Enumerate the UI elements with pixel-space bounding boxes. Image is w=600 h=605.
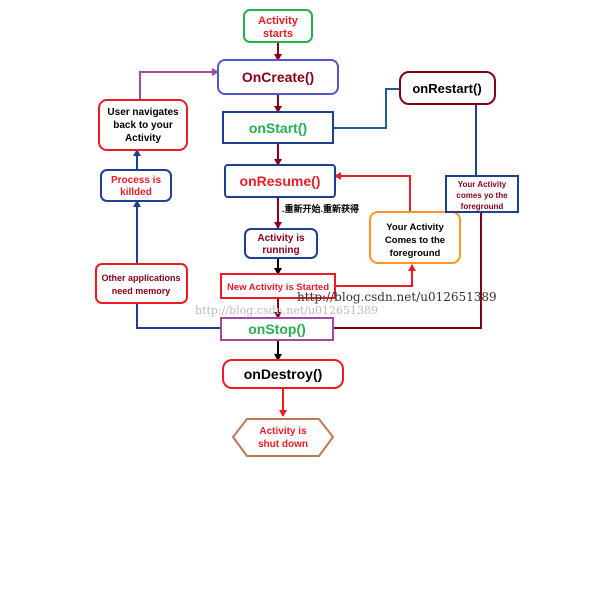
connector-user-navigates-to-oncreate [139, 68, 219, 100]
node-activity-running: Activity is running [244, 228, 318, 259]
activity-starts-line1: Activity [258, 15, 299, 27]
watermark-secondary: http://blog.csdn.net/u012651389 [195, 304, 378, 317]
shut-down-line1: Activity is [259, 426, 307, 437]
node-onstart: onStart() [222, 111, 334, 144]
connector-foreground-right-to-onstop [333, 212, 482, 329]
node-activity-shut-down: Activity is shut down [231, 418, 335, 457]
node-activity-starts: Activity starts [243, 9, 313, 43]
connector-new-activity-to-foreground [335, 264, 416, 287]
foreground-right-line2: comes yo the [456, 191, 508, 200]
connector-onstop-to-other-apps [136, 303, 222, 329]
activity-running-line1: Activity is [257, 233, 305, 244]
process-killed-line1: Process is [111, 175, 161, 186]
connector-foreground-to-onresume [334, 172, 411, 212]
node-new-activity-started: New Activity is Started [220, 273, 336, 299]
oncreate-label: OnCreate() [242, 69, 314, 85]
node-oncreate: OnCreate() [217, 59, 339, 95]
process-killed-line2: killded [120, 187, 152, 198]
user-navigates-line1: User navigates [107, 107, 179, 118]
new-activity-label: New Activity is Started [227, 282, 329, 293]
watermark-primary: http://blog.csdn.net/u012651389 [297, 290, 497, 304]
connectors [133, 42, 482, 417]
onstop-label: onStop() [248, 321, 306, 337]
node-comes-yo-foreground: Your Activity comes yo the foreground [445, 175, 519, 213]
other-apps-line1: Other applications [101, 273, 180, 283]
node-onrestart: onRestart() [399, 71, 496, 105]
onrestart-label: onRestart() [412, 81, 481, 96]
node-onresume: onResume() [224, 164, 336, 198]
activity-starts-line2: starts [263, 28, 293, 40]
foreground-line2: Comes to the [385, 235, 445, 246]
foreground-right-line1: Your Activity [458, 180, 507, 189]
shut-down-line2: shut down [258, 439, 308, 450]
node-onstop: onStop() [220, 317, 334, 341]
onresume-label: onResume() [240, 173, 321, 189]
node-process-killed: Process is killded [100, 169, 172, 202]
foreground-line1: Your Activity [386, 222, 444, 233]
node-other-apps-memory: Other applications need memory [95, 263, 188, 304]
ondestroy-label: onDestroy() [244, 366, 323, 382]
other-apps-line2: need memory [112, 286, 171, 296]
node-ondestroy: onDestroy() [222, 359, 344, 389]
foreground-line3: foreground [390, 248, 441, 259]
activity-running-line2: running [262, 245, 299, 256]
onstart-label: onStart() [249, 120, 307, 136]
node-user-navigates-back: User navigates back to your Activity [98, 99, 188, 151]
restart-note: .重新开始.重新获得 [282, 203, 359, 214]
foreground-right-line3: foreground [461, 202, 504, 211]
user-navigates-line3: Activity [125, 133, 162, 144]
node-comes-to-foreground: Your Activity Comes to the foreground [369, 211, 461, 264]
user-navigates-line2: back to your [113, 120, 173, 131]
connector-onstart-onrestart [333, 88, 400, 129]
